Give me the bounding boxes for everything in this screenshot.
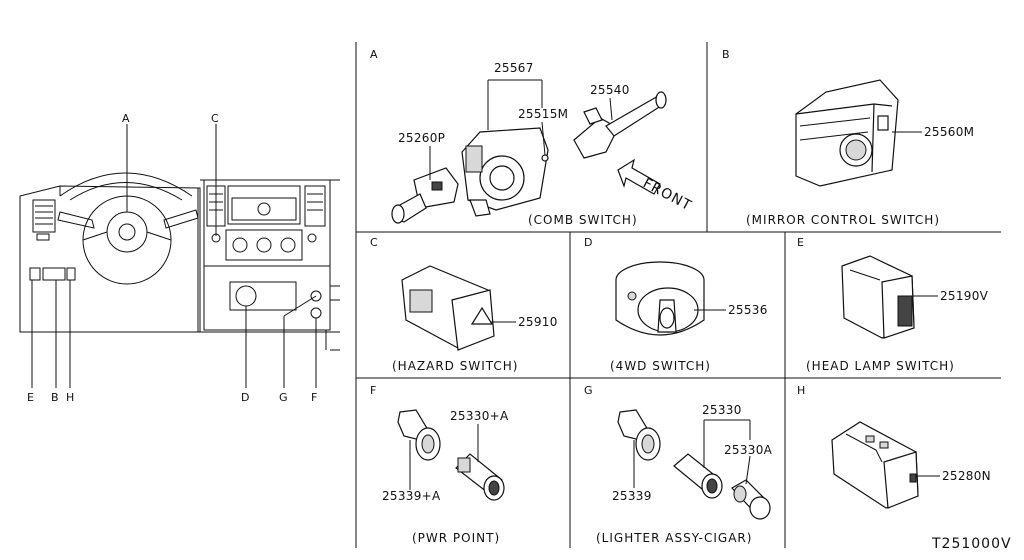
panel-caption: (COMB SWITCH) — [528, 213, 638, 227]
part-number: 25260P — [398, 131, 445, 145]
part-number: 25339 — [612, 489, 652, 503]
callout-E: E — [27, 391, 34, 404]
power-point-bezel-illustration — [397, 409, 441, 461]
panel-letter-A: A — [370, 48, 378, 61]
mirror-switch-illustration — [795, 79, 899, 187]
panel-letter-C: C — [370, 236, 378, 249]
part-number: 25190V — [940, 289, 989, 303]
callout-A: A — [122, 112, 130, 125]
part-number: 25280N — [942, 469, 991, 483]
part-number: 25330A — [724, 443, 773, 457]
panel-caption: (LIGHTER ASSY-CIGAR) — [596, 531, 752, 545]
callout-H: H — [66, 391, 75, 404]
front-label: FRONT — [640, 175, 694, 214]
panel-letter-E: E — [797, 236, 804, 249]
panel-caption: (PWR POINT) — [412, 531, 500, 545]
part-number: 25330+A — [450, 409, 509, 423]
panel-hazard-switch: C 25910 (HAZARD SWITCH) — [370, 236, 558, 373]
panel-head-lamp-switch: E 25190V (HEAD LAMP SWITCH) — [797, 236, 989, 373]
panel-4wd-switch: D 25536 (4WD SWITCH) — [584, 236, 768, 373]
panel-switch-h: H 25280N — [797, 384, 991, 509]
callout-C: C — [211, 112, 219, 125]
overview-leaders — [31, 124, 317, 388]
panel-letter-B: B — [722, 48, 730, 61]
lighting-stalk-illustration — [573, 91, 667, 159]
overview-callouts: A C E B H D G F — [27, 112, 318, 404]
clock-spring-illustration — [461, 127, 549, 217]
part-number: 25330 — [702, 403, 742, 417]
panel-grid — [355, 42, 1001, 548]
switch-h-illustration — [831, 421, 919, 509]
panel-mirror-control-switch: B 25560M (MIRROR CONTROL SWITCH) — [722, 48, 974, 227]
part-number: 25515M — [518, 107, 568, 121]
panel-letter-D: D — [584, 236, 593, 249]
part-number: 25339+A — [382, 489, 441, 503]
part-number: 25540 — [590, 83, 630, 97]
callout-B: B — [51, 391, 59, 404]
panel-caption: (HEAD LAMP SWITCH) — [806, 359, 955, 373]
part-number: 25560M — [924, 125, 974, 139]
diagram-id: T251000V — [931, 536, 1012, 552]
panel-cigar-lighter: G 25330 25330A 25339 (LIGHTER ASSY-CIGAR… — [584, 384, 773, 545]
head-lamp-switch-illustration — [841, 255, 915, 339]
callout-D: D — [241, 391, 250, 404]
lighter-plug-illustration — [731, 479, 771, 520]
power-point-socket-illustration — [455, 453, 505, 501]
dashboard-overview — [19, 172, 340, 351]
wiper-stalk-illustration — [391, 167, 459, 224]
callout-G: G — [279, 391, 288, 404]
lighter-bezel-illustration — [617, 409, 661, 461]
4wd-switch-illustration — [615, 261, 705, 336]
front-direction-arrow — [617, 158, 661, 195]
panel-power-point: F 25330+A 25339+A (PWR POINT) — [370, 384, 509, 545]
part-number: 25567 — [494, 61, 534, 75]
panel-letter-F: F — [370, 384, 377, 397]
panel-caption: (4WD SWITCH) — [610, 359, 711, 373]
hazard-switch-illustration — [401, 265, 495, 351]
panel-letter-G: G — [584, 384, 593, 397]
panel-comb-switch: A FRONT — [370, 48, 694, 227]
panel-letter-H: H — [797, 384, 806, 397]
lighter-socket-illustration — [673, 453, 723, 499]
callout-F: F — [311, 391, 318, 404]
part-number: 25536 — [728, 303, 768, 317]
panel-caption: (HAZARD SWITCH) — [392, 359, 518, 373]
panel-caption: (MIRROR CONTROL SWITCH) — [746, 213, 940, 227]
part-number: 25910 — [518, 315, 558, 329]
